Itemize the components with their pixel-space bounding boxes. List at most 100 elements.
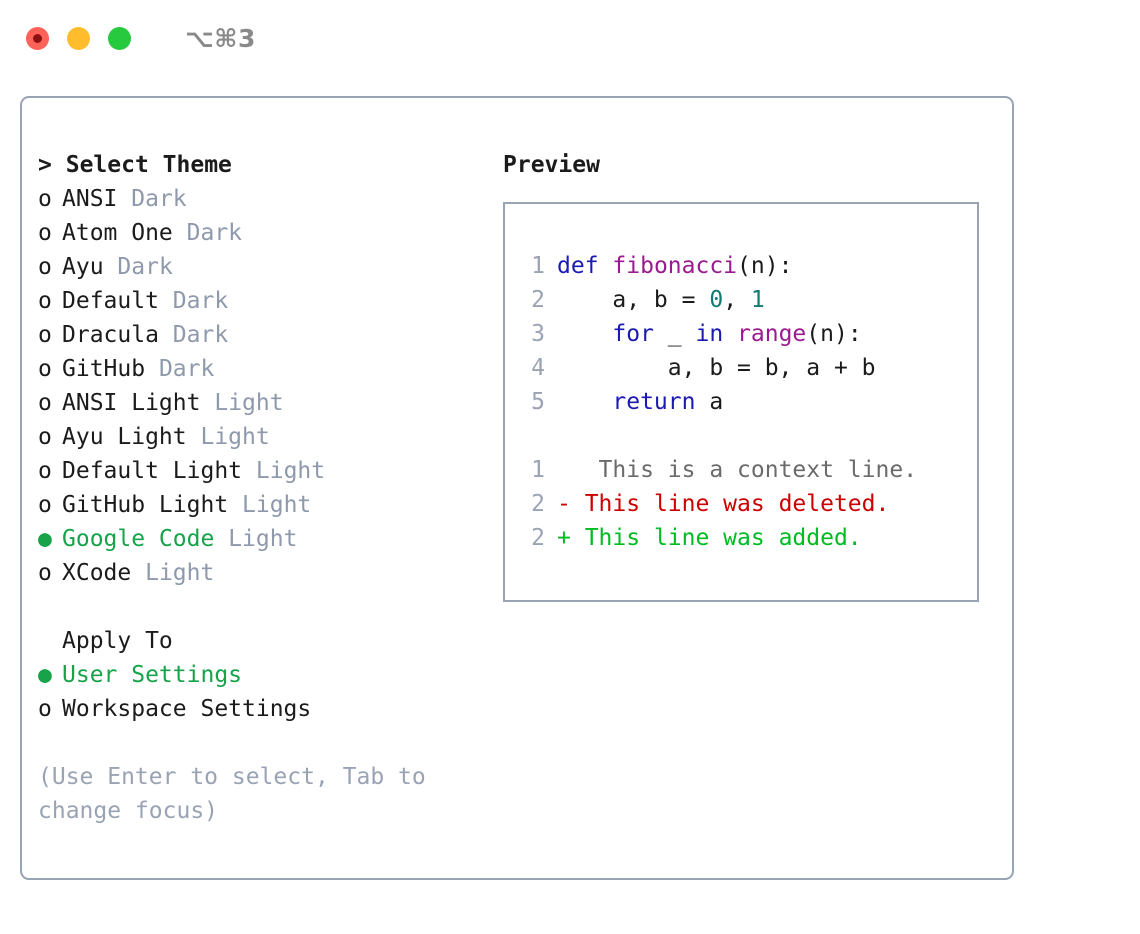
theme-item-category: Dark — [117, 254, 173, 280]
code-token: range — [737, 321, 807, 347]
theme-item-category: Dark — [186, 220, 243, 246]
theme-item-ayu-light[interactable]: o Ayu Light Light — [38, 420, 488, 454]
apply-to-label: Workspace Settings — [62, 696, 312, 722]
theme-item-label: Ayu — [62, 254, 104, 280]
theme-item-category: Dark — [158, 356, 215, 382]
theme-item-category: Light — [214, 390, 284, 416]
code-token: 1 — [750, 287, 765, 313]
code-token: (n): — [806, 321, 862, 347]
diff-text: This line was deleted. — [570, 491, 890, 517]
theme-item-category: Light — [255, 458, 326, 484]
line-number: 3 — [531, 321, 545, 347]
diff-line-context: 1 This is a context line. — [519, 453, 977, 487]
radio-selected-icon: ● — [38, 662, 52, 688]
radio-icon: o — [38, 696, 52, 722]
theme-item-label: Google Code — [62, 526, 215, 552]
code-line: 2 a, b = 0, 1 — [519, 283, 977, 317]
diff-text: This is a context line. — [570, 457, 918, 483]
maximize-dot-icon[interactable] — [108, 26, 131, 50]
code-token: _ — [653, 321, 696, 347]
select-theme-heading-text: Select Theme — [65, 152, 232, 178]
code-token: fibonacci — [612, 253, 738, 279]
keyboard-shortcut-label: ⌥⌘3 — [185, 23, 256, 53]
diff-sign: - — [557, 491, 571, 517]
theme-item-category: Dark — [172, 322, 229, 348]
line-number: 1 — [531, 457, 545, 483]
line-number: 2 — [531, 525, 545, 551]
code-token: a, b = b, a + b — [557, 355, 876, 381]
theme-item-label: GitHub Light — [62, 492, 229, 518]
code-line: 4 a, b = b, a + b — [519, 351, 977, 385]
code-token: 0 — [709, 287, 724, 313]
theme-item-label: ANSI — [62, 186, 118, 212]
theme-item-category: Light — [200, 424, 270, 450]
theme-item-ansi[interactable]: o ANSI Dark — [38, 182, 488, 216]
apply-to-user-settings[interactable]: ● User Settings — [38, 658, 488, 692]
code-token: , — [723, 287, 751, 313]
close-dot-icon[interactable] — [26, 26, 49, 50]
code-line: 5 return a — [519, 385, 977, 419]
line-number: 5 — [531, 389, 545, 415]
minimize-dot-icon[interactable] — [67, 26, 90, 50]
theme-item-ayu[interactable]: o Ayu Dark — [38, 250, 488, 284]
code-token: return — [612, 389, 696, 415]
theme-item-category: Dark — [172, 288, 229, 314]
preview-heading: Preview — [503, 152, 600, 178]
radio-icon: o — [38, 458, 52, 484]
radio-icon: o — [38, 254, 52, 280]
theme-item-label: Atom One — [62, 220, 173, 246]
theme-item-category: Light — [242, 492, 312, 518]
radio-selected-icon: ● — [38, 526, 52, 552]
line-number: 2 — [531, 287, 545, 313]
theme-item-label: Ayu Light — [62, 424, 187, 450]
theme-item-atom-one[interactable]: o Atom One Dark — [38, 216, 488, 250]
line-number: 2 — [531, 491, 545, 517]
code-token — [599, 253, 613, 279]
theme-item-label: XCode — [62, 560, 132, 586]
code-diff-spacer — [519, 419, 977, 453]
theme-item-label: ANSI Light — [62, 390, 201, 416]
code-token: a, b = — [557, 287, 710, 313]
diff-sign: + — [557, 525, 571, 551]
radio-icon: o — [38, 424, 52, 450]
diff-line-deleted: 2- This line was deleted. — [519, 487, 977, 521]
apply-to-label: User Settings — [62, 662, 243, 688]
list-spacer — [38, 590, 488, 624]
keyboard-hint-text: (Use Enter to select, Tab to change focu… — [38, 764, 426, 824]
radio-icon: o — [38, 220, 52, 246]
theme-item-category: Dark — [131, 186, 187, 212]
code-token: def — [557, 253, 599, 279]
theme-item-label: Dracula — [62, 322, 159, 348]
apply-to-heading: Apply To — [38, 624, 488, 658]
code-token — [557, 321, 612, 347]
line-number: 4 — [531, 355, 545, 381]
code-token — [723, 321, 737, 347]
select-theme-heading: > Select Theme — [38, 148, 488, 182]
theme-item-label: GitHub — [62, 356, 146, 382]
radio-icon: o — [38, 322, 52, 348]
titlebar: ⌥⌘3 — [0, 0, 1140, 76]
theme-item-dracula[interactable]: o Dracula Dark — [38, 318, 488, 352]
radio-icon: o — [38, 560, 52, 586]
code-token: in — [695, 321, 724, 347]
window-controls — [26, 26, 131, 50]
radio-icon: o — [38, 492, 52, 518]
code-token: (n): — [737, 253, 793, 279]
theme-item-github-light[interactable]: o GitHub Light Light — [38, 488, 488, 522]
apply-to-workspace-settings[interactable]: o Workspace Settings — [38, 692, 488, 726]
radio-icon: o — [38, 186, 52, 212]
select-theme-heading-marker: > — [38, 152, 52, 178]
theme-item-google-code[interactable]: ●Google Code Light — [38, 522, 488, 556]
code-token: for — [612, 321, 654, 347]
